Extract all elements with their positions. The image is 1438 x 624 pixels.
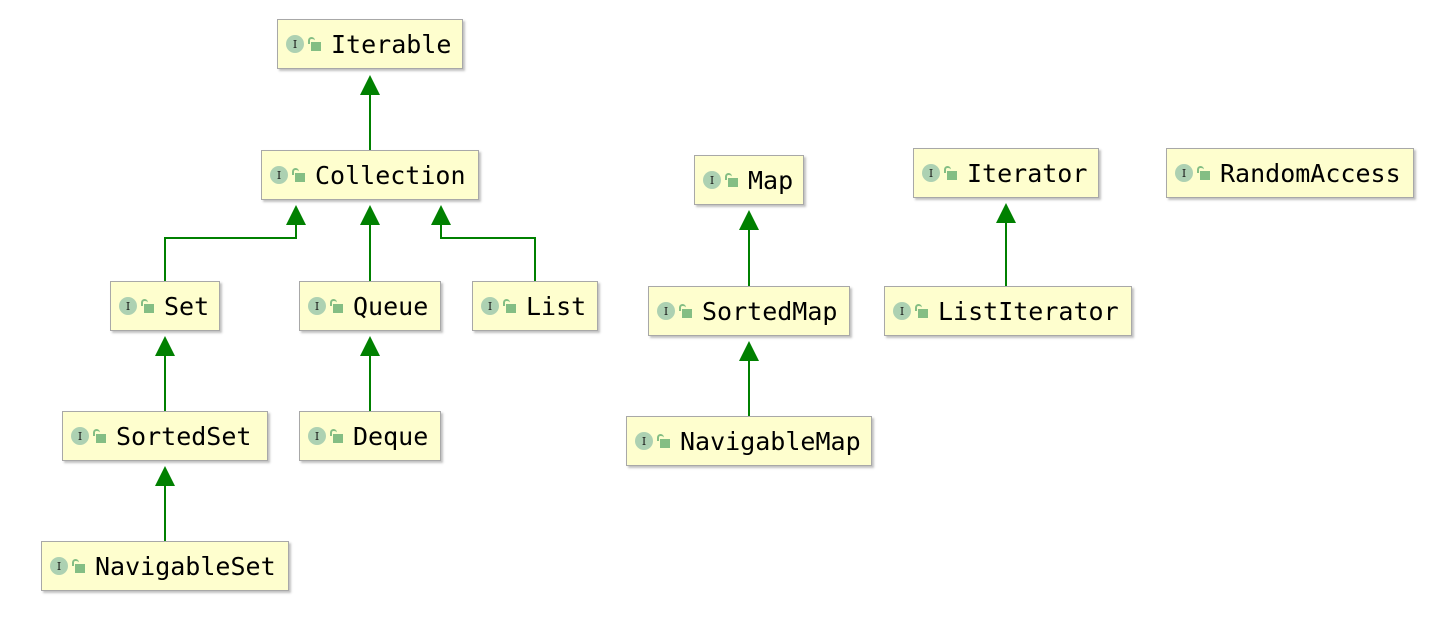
class-node-queue[interactable]: I Queue [299, 281, 441, 331]
public-unlocked-padlock-icon [725, 172, 739, 188]
class-node-deque[interactable]: I Deque [299, 411, 441, 461]
edge-sortedmap-to-map [739, 210, 759, 286]
class-node-navigableset[interactable]: I NavigableSet [41, 541, 289, 591]
public-unlocked-padlock-icon [292, 167, 306, 183]
edge-collection-to-iterable [360, 75, 380, 150]
class-node-set[interactable]: I Set [110, 281, 220, 331]
edge-navigableset-to-sortedset [155, 466, 175, 541]
class-node-iterator[interactable]: I Iterator [913, 148, 1099, 198]
public-unlocked-padlock-icon [503, 298, 517, 314]
interface-icon: I [922, 164, 940, 182]
interface-icon: I [635, 432, 653, 450]
class-node-listiterator[interactable]: I ListIterator [884, 286, 1132, 336]
interface-icon: I [270, 166, 288, 184]
class-node-label: ListIterator [938, 296, 1119, 326]
interface-icon: I [308, 297, 326, 315]
edge-set-to-collection [164, 205, 306, 281]
public-unlocked-padlock-icon [657, 433, 671, 449]
arrowhead-icon [360, 205, 380, 225]
class-node-navigablemap[interactable]: I NavigableMap [626, 416, 872, 466]
interface-icon: I [481, 297, 499, 315]
class-node-label: Collection [315, 160, 466, 190]
public-unlocked-padlock-icon [915, 303, 929, 319]
class-node-randomaccess[interactable]: I RandomAccess [1166, 148, 1414, 198]
interface-icon: I [286, 35, 304, 53]
class-node-sortedmap[interactable]: I SortedMap [648, 286, 850, 336]
edge-listiterator-to-iterator [996, 203, 1016, 286]
interface-icon: I [50, 557, 68, 575]
class-node-label: RandomAccess [1220, 158, 1401, 188]
public-unlocked-padlock-icon [93, 428, 107, 444]
arrowhead-icon [739, 341, 759, 361]
interface-icon: I [893, 302, 911, 320]
class-node-label: Queue [353, 291, 429, 321]
edge-sortedset-to-set [155, 336, 175, 411]
public-unlocked-padlock-icon [141, 298, 155, 314]
arrowhead-icon [155, 336, 175, 356]
class-node-iterable[interactable]: I Iterable [277, 19, 463, 69]
arrowhead-icon [360, 336, 380, 356]
class-node-map[interactable]: I Map [694, 155, 804, 205]
interface-icon: I [71, 427, 89, 445]
interface-icon: I [703, 171, 721, 189]
class-node-label: List [526, 291, 587, 321]
public-unlocked-padlock-icon [72, 558, 86, 574]
class-node-label: Set [164, 291, 210, 321]
interface-icon: I [1175, 164, 1193, 182]
edge-deque-to-queue [360, 336, 380, 411]
class-node-label: Iterable [331, 29, 452, 59]
arrowhead-icon [739, 210, 759, 230]
arrowhead-icon [360, 75, 380, 95]
class-node-label: Iterator [967, 158, 1088, 188]
public-unlocked-padlock-icon [308, 36, 322, 52]
interface-icon: I [119, 297, 137, 315]
interface-icon: I [308, 427, 326, 445]
arrowhead-icon [286, 205, 306, 225]
public-unlocked-padlock-icon [330, 298, 344, 314]
public-unlocked-padlock-icon [330, 428, 344, 444]
edge-navigablemap-to-sortedmap [739, 341, 759, 416]
interface-icon: I [657, 302, 675, 320]
edge-queue-to-collection [360, 205, 380, 281]
arrowhead-icon [996, 203, 1016, 223]
class-node-label: NavigableMap [680, 426, 861, 456]
class-node-sortedset[interactable]: I SortedSet [62, 411, 268, 461]
edge-list-to-collection [431, 205, 536, 281]
class-node-label: SortedSet [116, 421, 252, 451]
public-unlocked-padlock-icon [1197, 165, 1211, 181]
class-node-collection[interactable]: I Collection [261, 150, 479, 200]
public-unlocked-padlock-icon [944, 165, 958, 181]
class-node-label: Deque [353, 421, 429, 451]
class-node-label: SortedMap [702, 296, 838, 326]
arrowhead-icon [155, 466, 175, 486]
class-node-list[interactable]: I List [472, 281, 598, 331]
class-node-label: NavigableSet [95, 551, 276, 581]
public-unlocked-padlock-icon [679, 303, 693, 319]
class-node-label: Map [748, 165, 794, 195]
arrowhead-icon [431, 205, 451, 225]
